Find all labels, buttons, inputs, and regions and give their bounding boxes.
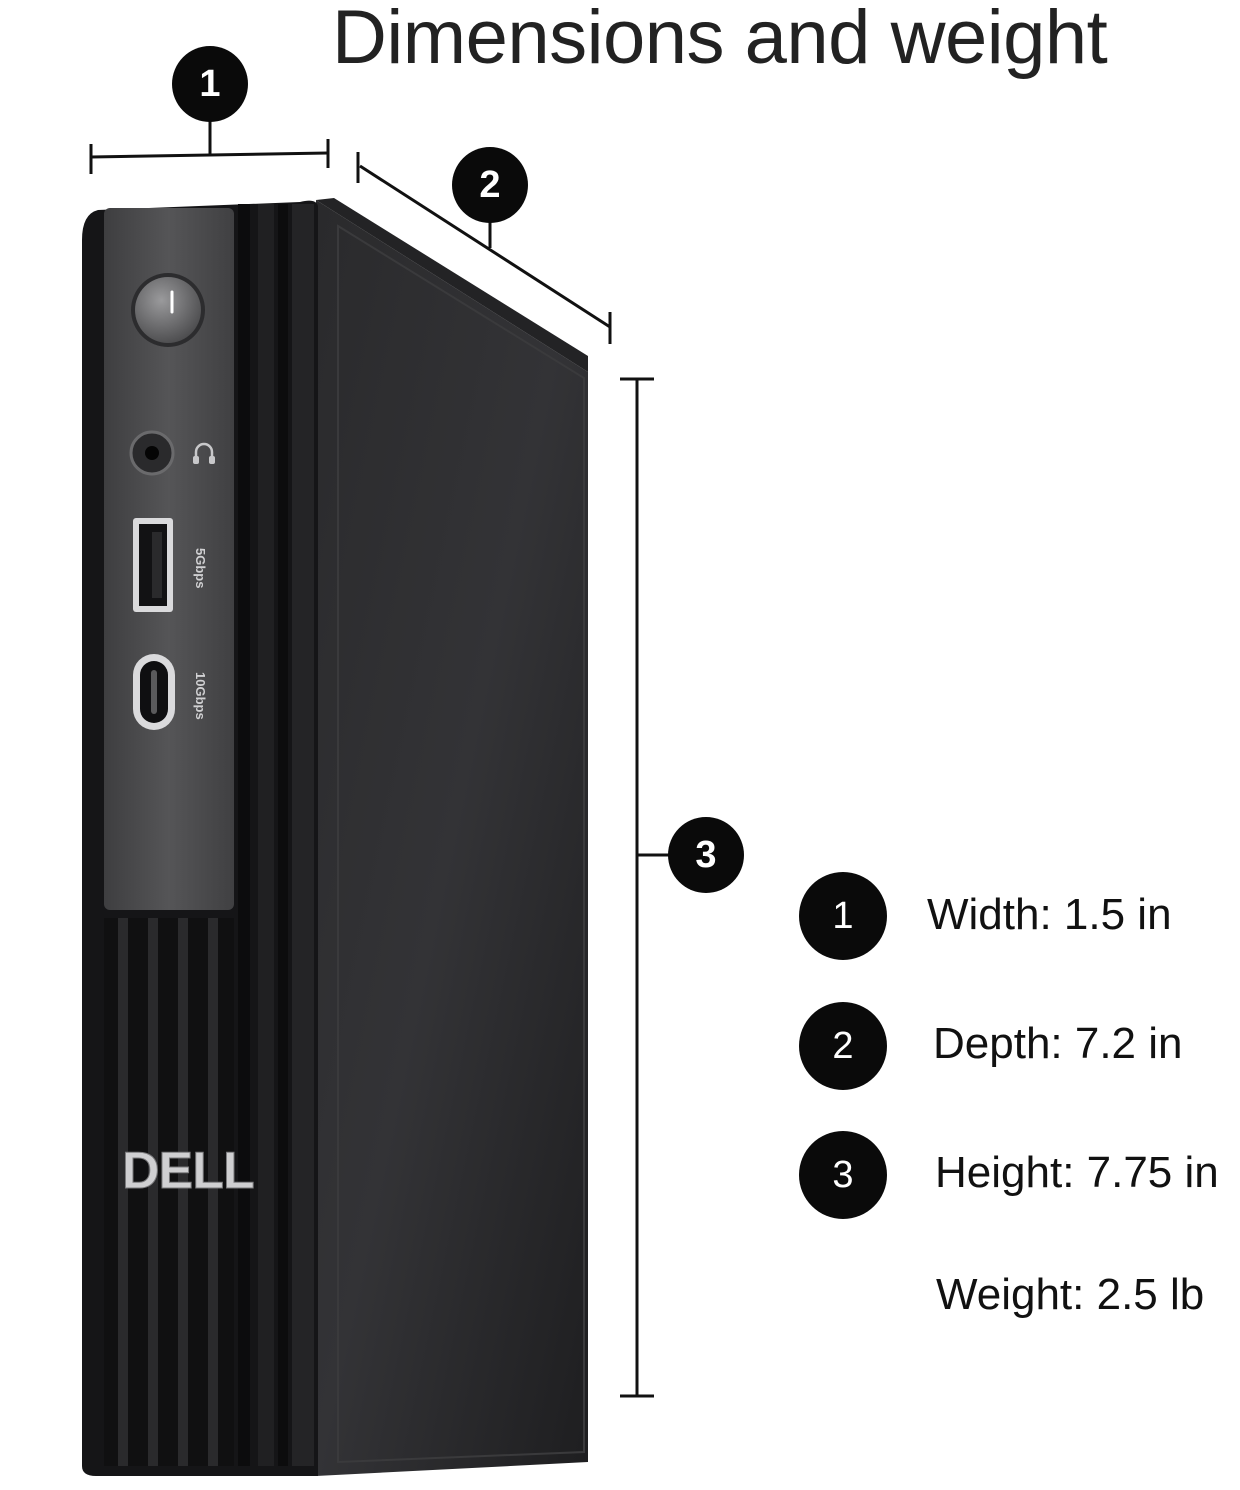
headphone-icon bbox=[193, 442, 215, 464]
chassis-side-face bbox=[316, 200, 588, 1476]
width-dimension-line bbox=[89, 120, 330, 174]
legend-weight-text: Weight: 2.5 lb bbox=[936, 1270, 1205, 1319]
height-callout-badge: 3 bbox=[668, 817, 744, 893]
usb-a-port-icon bbox=[133, 518, 173, 612]
usb-c-port-icon bbox=[133, 654, 175, 730]
legend-depth-text: Depth: 7.2 in bbox=[933, 1019, 1183, 1068]
page-title: Dimensions and weight bbox=[332, 0, 1108, 80]
depth-callout-badge: 2 bbox=[452, 147, 528, 223]
power-button-icon bbox=[131, 273, 205, 347]
headphone-jack-icon bbox=[129, 430, 175, 476]
width-callout-badge: 1 bbox=[172, 46, 248, 122]
dell-logo: DELL bbox=[122, 1142, 254, 1200]
legend-badge-depth: 2 bbox=[799, 1002, 887, 1090]
legend-width-text: Width: 1.5 in bbox=[927, 890, 1172, 939]
usb-a-speed-label: 5Gbps bbox=[193, 548, 208, 588]
legend-badge-height: 3 bbox=[799, 1131, 887, 1219]
legend-badge-width: 1 bbox=[799, 872, 887, 960]
usb-c-speed-label: 10Gbps bbox=[193, 672, 208, 720]
height-dimension-line bbox=[620, 377, 670, 1398]
legend-height-text: Height: 7.75 in bbox=[935, 1148, 1219, 1197]
